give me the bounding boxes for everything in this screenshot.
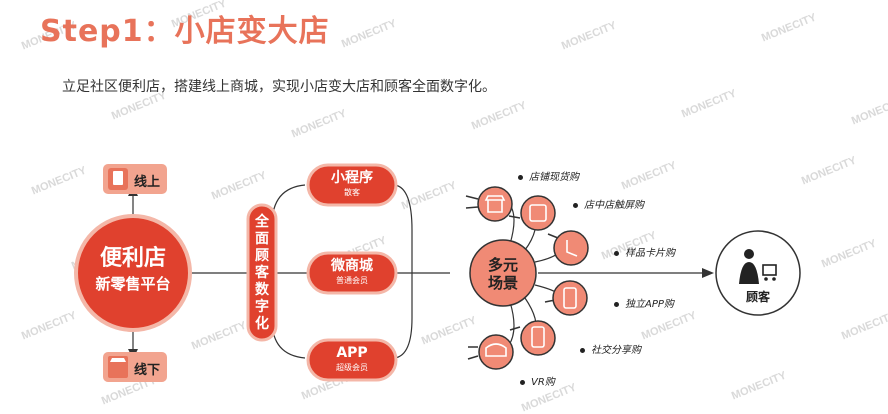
center-line2: 新零售平台	[95, 275, 171, 293]
customer-circle	[715, 230, 801, 316]
scene-icon-store	[477, 186, 513, 222]
customer-label: 顾客	[745, 290, 770, 304]
center-circle	[74, 214, 192, 332]
scene-item-3: 独立APP购	[614, 295, 674, 310]
channel-1-label: 微商城	[331, 258, 373, 274]
diagram-canvas	[74, 163, 801, 382]
scene-item-5: VR购	[520, 373, 555, 388]
scene-item-3-text: 独立APP购	[625, 299, 674, 310]
scene-item-0: 店铺现货购	[518, 168, 579, 183]
online-label: 线上	[134, 175, 161, 190]
channel-box-0	[306, 163, 398, 207]
scene-item-1: 店中店触屏购	[573, 196, 644, 211]
center-line1: 便利店	[99, 246, 166, 271]
page-title: Step1：小店变大店	[40, 14, 330, 49]
channel-1-sub: 普通会员	[336, 276, 368, 285]
branch-right	[394, 184, 413, 359]
scene-item-2: 样品卡片购	[614, 244, 675, 259]
arrow-right-head	[702, 268, 714, 278]
digital-pill	[246, 203, 278, 342]
channel-0-sub: 散客	[344, 188, 360, 197]
scene-item-1-text: 店中店触屏购	[584, 200, 644, 211]
scene-icon-touch	[553, 230, 589, 266]
scene-icon-app	[552, 280, 588, 316]
page-subtitle: 立足社区便利店，搭建线上商城，实现小店变大店和顾客全面数字化。	[62, 79, 496, 95]
scene-item-0-text: 店铺现货购	[529, 172, 579, 183]
channel-2-label: APP	[336, 345, 368, 361]
scene-item-4-text: 社交分享购	[591, 345, 641, 356]
scene-rays	[465, 195, 559, 360]
channel-box-1	[306, 251, 398, 295]
scene-item-5-text: VR购	[531, 377, 555, 388]
scene-item-4: 社交分享购	[580, 341, 641, 356]
scene-icon-scan	[520, 195, 556, 231]
offline-label: 线下	[134, 363, 161, 378]
digital-label: 全面顾客数字化	[255, 214, 269, 332]
scenes-line1: 多元	[487, 256, 518, 274]
scenes-line2: 场景	[487, 274, 518, 292]
channel-2: APP 超级会员	[308, 345, 396, 373]
center-label: 便利店 新零售平台	[76, 245, 190, 295]
channel-box-2	[306, 338, 398, 382]
scene-icon-vr	[478, 334, 514, 370]
channel-2-sub: 超级会员	[336, 363, 368, 372]
scenes-label: 多元 场景	[470, 256, 536, 292]
customer-icon	[744, 249, 754, 259]
scenes-circle	[469, 239, 537, 307]
channel-0-label: 小程序	[331, 170, 373, 186]
scene-item-2-text: 样品卡片购	[625, 248, 675, 259]
channel-0: 小程序 散客	[308, 170, 396, 198]
channel-1: 微商城 普通会员	[308, 258, 396, 286]
scene-icon-share	[520, 320, 556, 356]
